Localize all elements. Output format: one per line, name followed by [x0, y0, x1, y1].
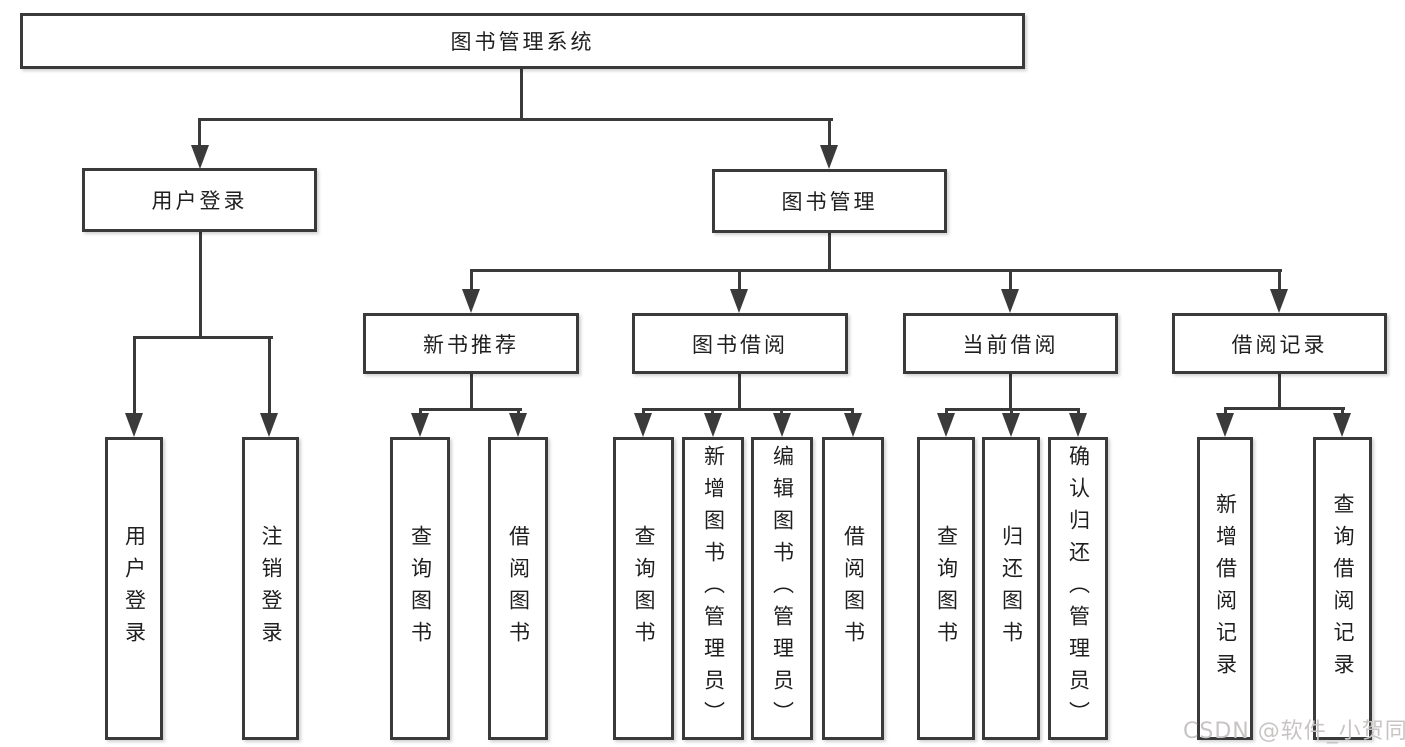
- leaf-label: 查询图书: [632, 524, 656, 653]
- leaf-label: 查询图书: [408, 524, 433, 653]
- leaf-confirm-return-admin: 确认归还（管理员）: [1048, 437, 1108, 740]
- arrow-down-icon: [773, 413, 791, 437]
- connector-line: [199, 230, 202, 338]
- leaf-label: 用户登录: [122, 524, 147, 653]
- connector-line: [133, 336, 273, 339]
- leaf-edit-book-admin: 编辑图书（管理员）: [751, 437, 813, 740]
- leaf-label: 注销登录: [259, 524, 283, 653]
- connector-line: [199, 118, 833, 121]
- connector-line: [1009, 269, 1012, 295]
- leaf-query-books-3: 查询图书: [917, 437, 975, 740]
- leaf-borrow-books-1: 借阅图书: [488, 437, 548, 740]
- connector-line: [268, 336, 271, 416]
- leaf-borrow-books-2: 借阅图书: [822, 437, 884, 740]
- connector-line: [198, 118, 201, 148]
- leaf-label: 新增图书（管理员）: [701, 444, 726, 733]
- arrow-down-icon: [1069, 413, 1087, 437]
- arrow-down-icon: [125, 413, 143, 437]
- connector-line: [1224, 407, 1345, 410]
- leaf-label: 查询图书: [934, 524, 959, 653]
- connector-line: [520, 66, 523, 121]
- leaf-user-login: 用户登录: [105, 437, 163, 740]
- connector-line: [470, 374, 473, 410]
- node-borrow-records: 借阅记录: [1172, 313, 1387, 374]
- leaf-label: 查询借阅记录: [1331, 492, 1355, 685]
- node-user-login: 用户登录: [82, 168, 317, 232]
- node-current-borrow: 当前借阅: [903, 313, 1118, 374]
- arrow-down-icon: [937, 413, 955, 437]
- connector-line: [470, 269, 473, 295]
- arrow-down-icon: [1002, 413, 1020, 437]
- connector-line: [828, 233, 831, 272]
- arrow-down-icon: [844, 413, 862, 437]
- leaf-add-book-admin: 新增图书（管理员）: [682, 437, 744, 740]
- arrow-down-icon: [1001, 289, 1019, 313]
- csdn-watermark: CSDN @软件_小贺同学: [1183, 719, 1405, 744]
- arrow-down-icon: [704, 413, 722, 437]
- connector-line: [828, 118, 831, 148]
- leaf-label: 确认归还（管理员）: [1066, 444, 1091, 733]
- node-book-borrow: 图书借阅: [632, 313, 848, 374]
- leaf-label: 新增借阅记录: [1213, 492, 1238, 685]
- connector-line: [1278, 374, 1281, 410]
- connector-line: [419, 408, 522, 411]
- connector-line: [470, 269, 1282, 272]
- arrow-down-icon: [260, 413, 278, 437]
- leaf-label: 编辑图书（管理员）: [770, 444, 795, 733]
- leaf-label: 借阅图书: [841, 524, 866, 653]
- leaf-label: 归还图书: [999, 524, 1024, 653]
- arrow-down-icon: [462, 289, 480, 313]
- connector-line: [642, 408, 854, 411]
- leaf-return-book: 归还图书: [982, 437, 1040, 740]
- arrow-down-icon: [509, 413, 527, 437]
- connector-line: [1009, 374, 1012, 410]
- arrow-down-icon: [1270, 289, 1288, 313]
- connector-line: [1278, 269, 1281, 295]
- connector-line: [1341, 407, 1344, 417]
- leaf-logout: 注销登录: [242, 437, 299, 740]
- leaf-query-books-2: 查询图书: [613, 437, 674, 740]
- node-book-management: 图书管理: [712, 169, 947, 233]
- connector-line: [133, 336, 136, 416]
- arrow-down-icon: [191, 145, 209, 169]
- arrow-down-icon: [820, 145, 838, 169]
- arrow-down-icon: [1216, 413, 1234, 437]
- leaf-label: 借阅图书: [506, 524, 531, 653]
- arrow-down-icon: [730, 289, 748, 313]
- leaf-query-books-1: 查询图书: [390, 437, 450, 740]
- leaf-query-borrow-record: 查询借阅记录: [1313, 437, 1372, 740]
- arrow-down-icon: [634, 413, 652, 437]
- connector-line: [1224, 407, 1227, 417]
- arrow-down-icon: [1333, 413, 1351, 437]
- connector-line: [738, 269, 741, 295]
- node-root: 图书管理系统: [20, 13, 1025, 69]
- arrow-down-icon: [411, 413, 429, 437]
- connector-line: [738, 374, 741, 410]
- node-new-book-recommend: 新书推荐: [363, 313, 579, 374]
- leaf-add-borrow-record: 新增借阅记录: [1197, 437, 1253, 740]
